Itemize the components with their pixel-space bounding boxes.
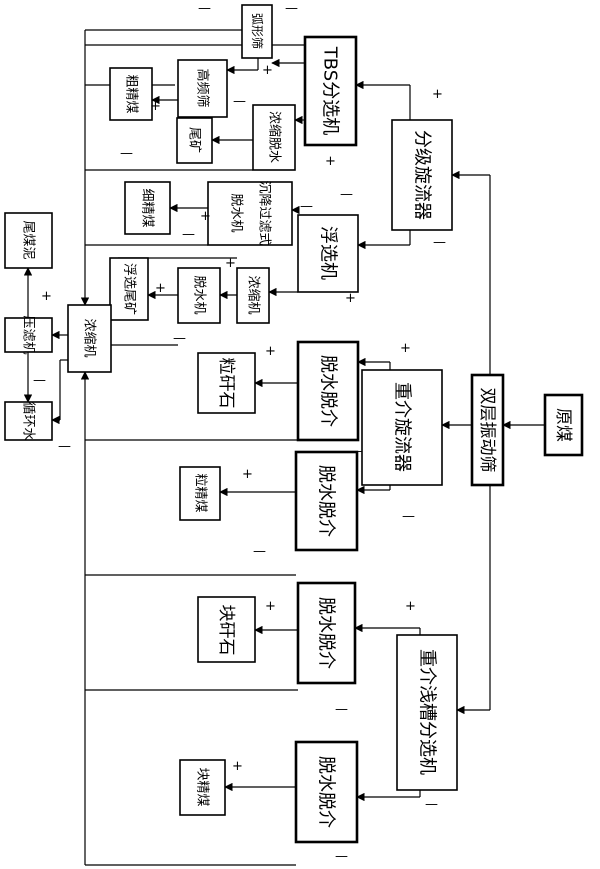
label-filter-press: 压滤机 — [21, 315, 36, 354]
node-hf-screen-box — [177, 59, 228, 118]
sign-minus: — — [58, 439, 71, 454]
label-arc-screen: 弧形筛 — [250, 13, 265, 49]
sign-minus: — — [285, 1, 298, 16]
node-block-clean-box — [179, 759, 226, 816]
sign-plus: + — [265, 344, 276, 359]
sign-minus: — — [120, 146, 133, 161]
label-settling-filter-line1: 沉降过滤式 — [257, 180, 272, 245]
node-granular-gangue-box — [197, 352, 256, 414]
label-dm-shallow-trough: 重介浅槽分选机 — [417, 649, 438, 775]
sign-minus: — — [335, 849, 348, 864]
node-tbs-box — [303, 35, 358, 147]
sign-minus: — — [253, 544, 266, 559]
sign-minus: — — [300, 199, 313, 214]
label-coarse-clean: 粗精煤 — [124, 74, 139, 113]
sign-plus: + — [432, 87, 443, 102]
node-dewater-demedia-3-box — [296, 581, 357, 685]
node-classifying-cyclone-box — [391, 119, 453, 231]
sign-plus: + — [225, 256, 236, 271]
sign-plus: + — [345, 291, 356, 306]
node-dewater-demedia-2-box — [294, 450, 359, 552]
sign-minus: — — [425, 797, 438, 812]
sign-minus: — — [433, 235, 446, 250]
sign-minus: — — [335, 702, 348, 717]
node-dm-shallow-trough-box — [396, 634, 458, 791]
label-settling-filter-line2: 脱水机 — [229, 193, 244, 232]
label-recycle-water: 循环水 — [21, 401, 36, 440]
node-dewater-demedia-4-box — [294, 740, 359, 844]
node-tail-slime-box — [4, 212, 53, 269]
sign-plus: + — [242, 467, 253, 482]
label-block-gangue: 块矸石 — [216, 605, 236, 656]
node-dm-cyclone-box — [361, 369, 443, 486]
node-coarse-clean-box — [109, 67, 153, 121]
sign-plus: + — [155, 281, 166, 296]
label-thickener-a: 浓缩机 — [246, 275, 262, 314]
connection-lines — [23, 29, 545, 866]
label-tailings-small: 尾矿 — [187, 127, 202, 153]
label-dewater-demedia-4: 脱水脱介 — [316, 756, 337, 828]
label-fine-clean: 细精煤 — [140, 188, 155, 227]
node-flotation-tail-box — [109, 257, 149, 321]
label-thickening-dewater: 浓缩脱水 — [267, 111, 283, 163]
sign-plus: + — [150, 99, 161, 114]
node-labels: 原煤 双层振动筛 分级旋流器 重介旋流器 重介浅槽分选机 TBS分选机 浮选机 … — [21, 13, 574, 828]
label-dewater-demedia-3: 脱水脱介 — [316, 597, 337, 669]
sign-minus: — — [173, 331, 186, 346]
label-tail-slime: 尾煤泥 — [21, 220, 36, 259]
node-thickening-dewater-box — [252, 104, 296, 171]
sign-minus: — — [340, 187, 353, 202]
label-tbs: TBS分选机 — [320, 46, 341, 135]
node-fine-clean-box — [124, 181, 171, 235]
label-double-deck-screen: 双层振动筛 — [477, 388, 497, 473]
label-dewater-demedia-2: 脱水脱介 — [316, 465, 337, 537]
label-granular-clean: 粒精煤 — [193, 473, 208, 512]
flow-signs: + — + — + — — + + — — + — — + + — — + + … — [33, 1, 446, 864]
sign-plus: + — [200, 209, 211, 224]
sign-plus: + — [232, 759, 243, 774]
node-double-deck-screen-box — [470, 373, 505, 487]
sign-plus: + — [400, 341, 411, 356]
sign-plus: + — [405, 599, 416, 614]
label-hf-screen: 高频筛 — [195, 68, 211, 107]
node-block-gangue-box — [197, 596, 256, 663]
sign-minus: — — [402, 509, 415, 524]
sign-minus: — — [198, 1, 211, 16]
label-dewater-demedia-1: 脱水脱介 — [318, 355, 339, 427]
node-thickener-a-box — [236, 267, 270, 324]
sign-minus: — — [233, 94, 246, 109]
sign-minus: — — [182, 227, 195, 242]
sign-minus: — — [350, 444, 363, 459]
sign-plus: + — [265, 599, 276, 614]
node-settling-filter-box — [207, 181, 293, 246]
label-main-thickener: 浓缩机 — [82, 318, 98, 357]
label-block-clean: 块精煤 — [195, 767, 210, 806]
node-dewater-demedia-1-box — [296, 340, 360, 442]
node-raw-coal-box — [543, 393, 584, 457]
node-recycle-water-box — [4, 401, 53, 441]
node-tailings-small-box — [176, 117, 213, 164]
label-flotation-tail: 浮选尾矿 — [122, 263, 137, 315]
label-dm-cyclone: 重介旋流器 — [392, 382, 413, 472]
label-granular-gangue: 粒矸石 — [216, 358, 236, 409]
node-main-thickener-box — [67, 304, 112, 373]
label-raw-coal: 原煤 — [553, 408, 573, 442]
node-granular-clean-box — [179, 466, 221, 521]
node-flotation-box — [297, 214, 359, 293]
sign-plus: + — [41, 289, 52, 304]
sign-plus: + — [262, 63, 273, 78]
label-classifying-cyclone: 分级旋流器 — [412, 130, 433, 220]
label-flotation: 浮选机 — [318, 226, 339, 280]
node-arc-screen-box — [241, 4, 273, 59]
nodes — [4, 4, 584, 844]
sign-plus: + — [325, 154, 336, 169]
sign-minus: — — [33, 373, 46, 388]
label-dewater-machine: 脱水机 — [192, 275, 207, 314]
node-dewater-machine-box — [177, 267, 221, 324]
node-filter-press-box — [4, 317, 53, 353]
